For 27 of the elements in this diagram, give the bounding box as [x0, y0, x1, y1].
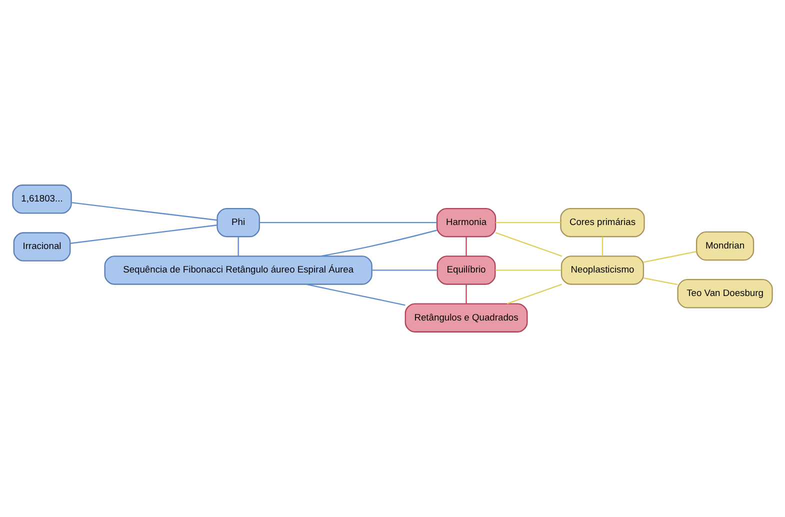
node-box: Cores primárias — [560, 208, 645, 238]
connector — [466, 284, 467, 304]
connector — [260, 222, 437, 224]
connector — [602, 236, 604, 256]
connector — [496, 222, 561, 224]
node-box: Mondrian — [696, 231, 754, 261]
connector — [71, 202, 218, 221]
connector — [643, 277, 678, 286]
connector — [466, 236, 467, 256]
node-box: Irracional — [13, 232, 71, 262]
node-box: 1,61803... — [12, 184, 72, 214]
connector — [643, 251, 696, 263]
connector — [372, 270, 438, 271]
connector — [238, 236, 239, 256]
connector — [506, 284, 562, 304]
connector — [306, 284, 406, 306]
node-box: Sequência de Fibonacci Retângulo áureo Espiral Áurea — [104, 256, 372, 285]
connector — [495, 232, 562, 257]
connector — [70, 224, 218, 244]
node-box: Harmonia — [436, 208, 496, 238]
node-box: Teo Van Doesburg — [677, 279, 773, 308]
node-box: Neoplasticismo — [560, 256, 644, 285]
connector — [320, 230, 438, 257]
node-box: Equilíbrio — [436, 256, 496, 285]
node-box: Retângulos e Quadrados — [404, 303, 528, 332]
node-box: Phi — [216, 208, 260, 238]
connector — [495, 270, 562, 271]
